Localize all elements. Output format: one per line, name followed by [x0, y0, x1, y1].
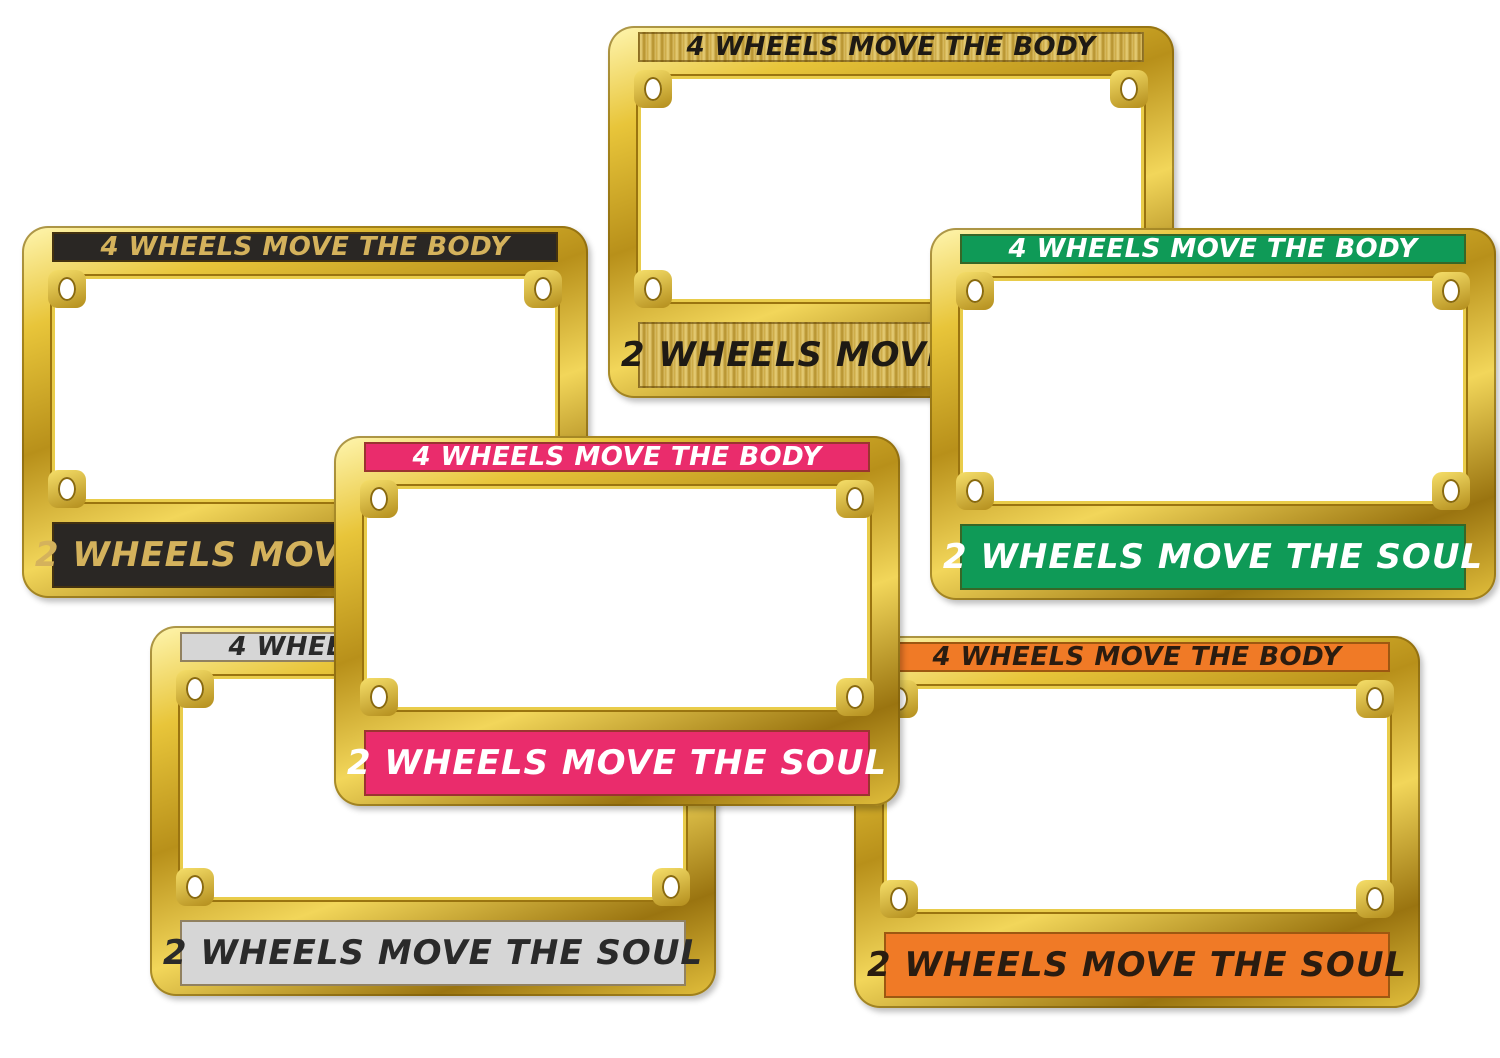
frame-top-text: 4 WHEELS MOVE THE BODY [52, 232, 558, 262]
mount-hole-icon [176, 670, 214, 708]
mount-hole-icon [1432, 272, 1470, 310]
mount-hole-icon [1432, 472, 1470, 510]
mount-hole-icon [652, 868, 690, 906]
mount-hole-icon [48, 270, 86, 308]
frame-top-text: 4 WHEELS MOVE THE BODY [884, 642, 1390, 672]
mount-hole-icon [836, 480, 874, 518]
plate-window [362, 484, 872, 712]
mount-hole-icon [1356, 680, 1394, 718]
mount-hole-icon [880, 880, 918, 918]
frame-top-text: 4 WHEELS MOVE THE BODY [960, 234, 1466, 264]
license-frame-pink: 4 WHEELS MOVE THE BODY 2 WHEELS MOVE THE… [334, 436, 900, 806]
mount-hole-icon [48, 470, 86, 508]
mount-hole-icon [836, 678, 874, 716]
plate-window [882, 684, 1392, 914]
mount-hole-icon [634, 70, 672, 108]
frame-top-text: 4 WHEELS MOVE THE BODY [364, 442, 870, 472]
mount-hole-icon [1356, 880, 1394, 918]
license-frame-green: 4 WHEELS MOVE THE BODY 2 WHEELS MOVE THE… [930, 228, 1496, 600]
mount-hole-icon [956, 472, 994, 510]
mount-hole-icon [524, 270, 562, 308]
mount-hole-icon [360, 480, 398, 518]
frame-bottom-text: 2 WHEELS MOVE THE SOUL [347, 730, 886, 796]
mount-hole-icon [360, 678, 398, 716]
license-frame-orange: 4 WHEELS MOVE THE BODY 2 WHEELS MOVE THE… [854, 636, 1420, 1008]
frame-top-text: 4 WHEELS MOVE THE BODY [638, 32, 1144, 62]
mount-hole-icon [956, 272, 994, 310]
frame-bottom-text: 2 WHEELS MOVE THE SOUL [163, 920, 702, 986]
plate-window [958, 276, 1468, 506]
frame-bottom-text: 2 WHEELS MOVE THE SOUL [867, 932, 1406, 998]
mount-hole-icon [176, 868, 214, 906]
mount-hole-icon [1110, 70, 1148, 108]
mount-hole-icon [634, 270, 672, 308]
frame-bottom-text: 2 WHEELS MOVE THE SOUL [943, 524, 1482, 590]
